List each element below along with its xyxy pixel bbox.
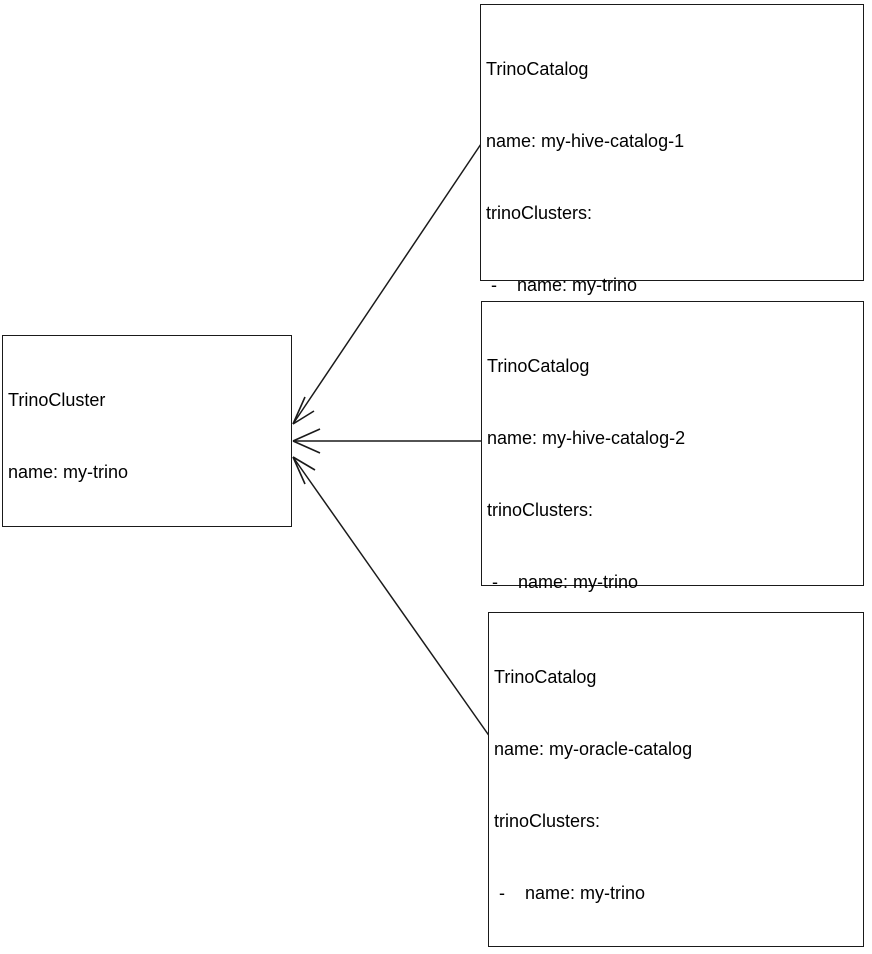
node-trino-cluster[interactable]: TrinoCluster name: my-trino — [2, 335, 292, 527]
node-line: - name: my-trino — [494, 883, 646, 903]
node-line: trinoClusters: — [487, 500, 594, 520]
node-line: name: my-hive-catalog-2 — [487, 428, 686, 448]
node-line: - name: my-trino — [487, 572, 639, 592]
node-line: TrinoCluster — [8, 390, 106, 410]
node-trino-catalog-my-hive-catalog-1[interactable]: TrinoCatalog name: my-hive-catalog-1 tri… — [480, 4, 864, 655]
edge-catalog-hive-2-to-cluster — [292, 428, 481, 454]
node-line: TrinoCatalog — [487, 356, 590, 376]
node-trino-catalog-my-oracle-catalog-text: TrinoCatalog name: my-oracle-catalog tri… — [494, 617, 861, 954]
node-line: - name: my-trino — [486, 275, 638, 295]
node-line: TrinoCatalog — [494, 667, 597, 687]
edge-catalog-hive-1-to-cluster — [292, 143, 482, 425]
node-trino-catalog-my-hive-catalog-2[interactable]: TrinoCatalog name: my-hive-catalog-2 tri… — [481, 301, 864, 880]
node-trino-cluster-text: TrinoCluster name: my-trino — [8, 340, 289, 532]
edge-catalog-oracle-to-cluster — [292, 456, 491, 738]
node-line: trinoClusters: — [486, 203, 593, 223]
node-trino-catalog-my-oracle-catalog[interactable]: TrinoCatalog name: my-oracle-catalog tri… — [488, 612, 864, 947]
node-line: name: my-hive-catalog-1 — [486, 131, 685, 151]
node-line: name: my-oracle-catalog — [494, 739, 693, 759]
node-line: trinoClusters: — [494, 811, 601, 831]
node-line: TrinoCatalog — [486, 59, 589, 79]
node-line: name: my-trino — [8, 462, 129, 482]
